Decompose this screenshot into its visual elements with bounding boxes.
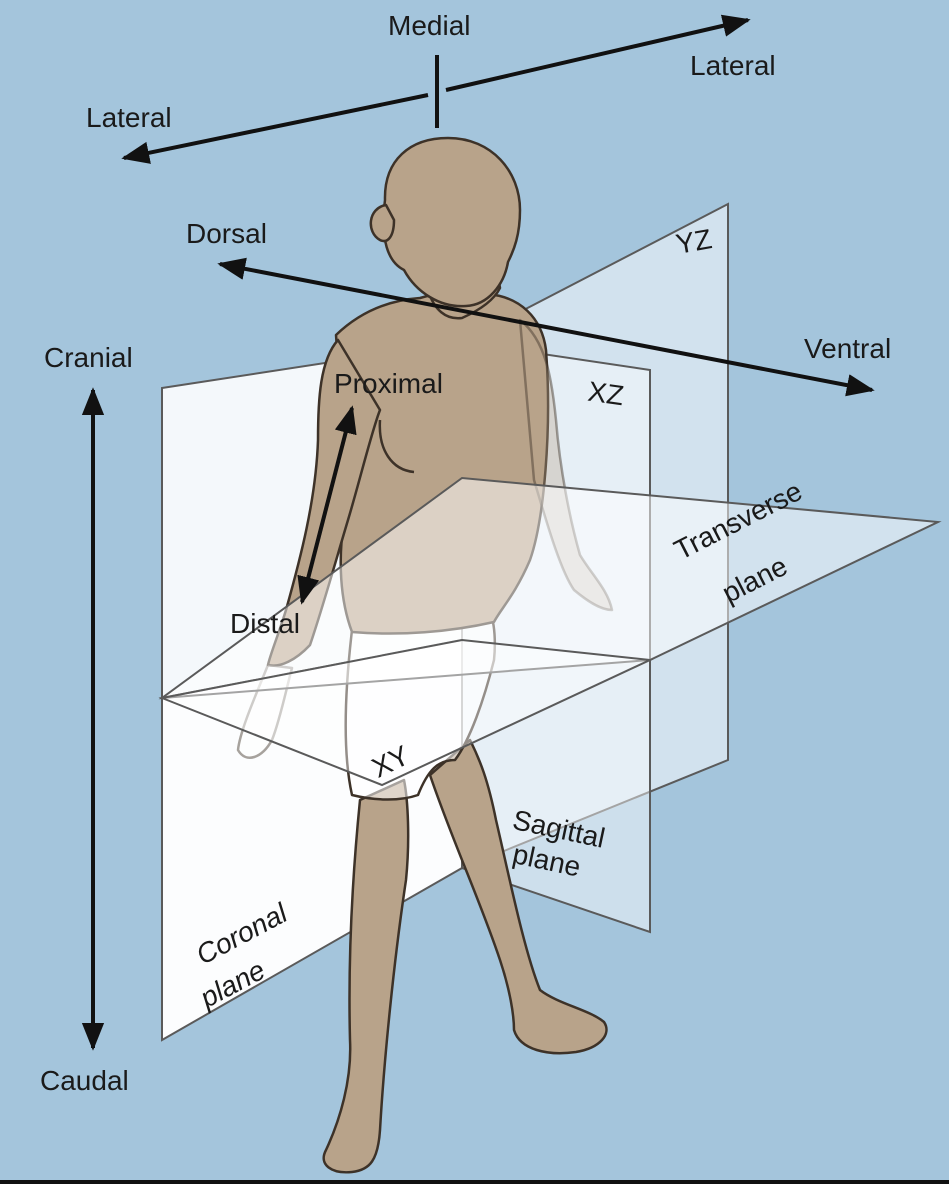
label-yz: YZ — [673, 223, 715, 260]
frame-line — [0, 1180, 949, 1184]
dorsal-ventral-arrow — [217, 257, 875, 397]
head — [382, 136, 522, 308]
label-medial: Medial — [388, 10, 471, 41]
lateral-left-arrow — [121, 93, 429, 164]
label-cranial: Cranial — [44, 342, 133, 373]
right-leg — [322, 778, 410, 1174]
frame-bottom — [0, 1180, 949, 1200]
label-proximal: Proximal — [334, 368, 443, 399]
label-distal: Distal — [230, 608, 301, 639]
label-dorsal: Dorsal — [186, 218, 267, 249]
label-caudal: Caudal — [40, 1065, 129, 1096]
transverse-plane — [158, 476, 942, 700]
label-xz: XZ — [586, 375, 626, 412]
left-leg — [428, 738, 608, 1055]
label-lateral-right: Lateral — [690, 50, 776, 81]
label-ventral: Ventral — [804, 333, 892, 364]
transverse-plane-front — [158, 638, 654, 787]
chest-line — [378, 419, 415, 474]
hair-bun — [369, 203, 396, 243]
lateral-right-arrow — [445, 14, 751, 92]
label-lateral-left: Lateral — [86, 102, 172, 133]
proximal-distal-arrow — [297, 405, 357, 605]
